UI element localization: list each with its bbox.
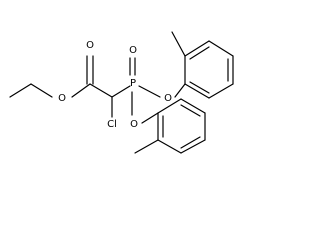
structure-diagram: O O Cl P O O O [9,31,234,154]
atom-labels: O O Cl P O O O [58,40,172,130]
ring1-bond-3 [208,40,234,57]
bond-o-carbonyl-c [71,83,91,98]
ring2-bond-3 [180,139,206,154]
ring2-bond-2 [157,139,182,154]
bond-p-o-right [138,85,161,98]
ring1-bond-6 [184,83,210,99]
ring1-methyl [171,31,186,57]
bond-o-aryl2 [141,112,159,124]
bond-ethyl-ch3-ch2 [9,83,32,98]
ring1-bond-2 [184,40,210,57]
ring1-inner-3 [189,81,210,94]
ring1-bond-5 [208,83,234,99]
bonds [9,31,234,154]
atom-carbonyl-oxygen: O [86,40,94,51]
atom-phosphorus: P [130,78,136,89]
ring2-bond-5 [180,98,206,114]
bond-alpha-p [111,85,131,98]
atom-ester-oxygen: O [58,93,66,104]
atom-aryl-oxygen-2: O [130,119,138,130]
ring1-inner-1 [189,46,210,60]
ring2-bond-6 [157,98,182,114]
ring2-methyl [134,139,159,154]
bond-ethyl-ch2-o [30,83,53,98]
atom-phosphoryl-oxygen: O [129,45,137,56]
bond-o-aryl1 [174,83,186,98]
bond-carbonyl-c-alpha [89,83,113,98]
ring2-inner-3 [180,104,201,117]
ring2-inner-2 [180,136,201,149]
atom-chlorine: Cl [107,119,117,130]
atom-aryl-oxygen-1: O [164,93,172,104]
